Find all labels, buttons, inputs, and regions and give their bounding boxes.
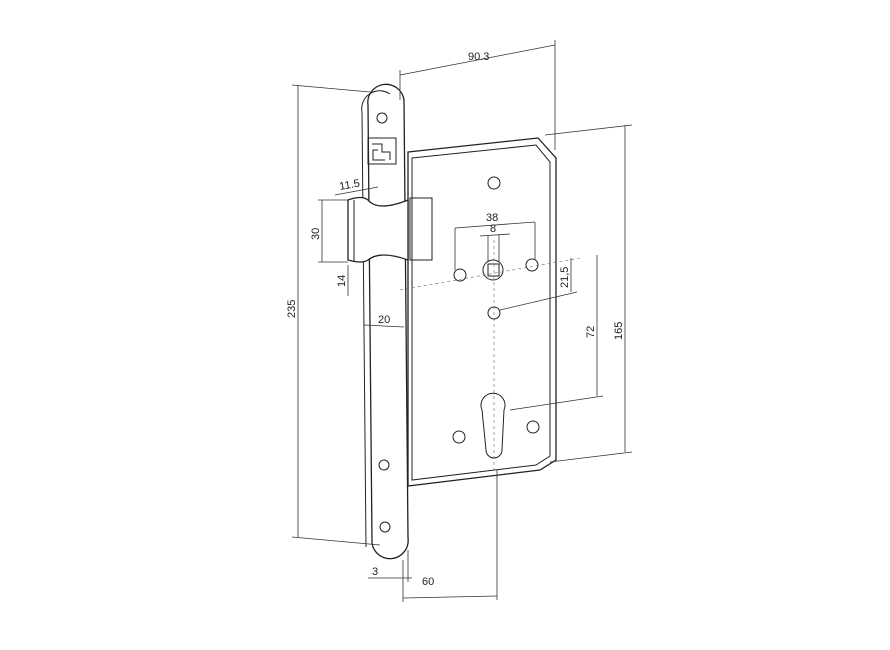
- dim-14: 14: [336, 275, 348, 287]
- dim-235: 235: [286, 300, 298, 318]
- dim-38: 38: [486, 212, 498, 224]
- dim-3: 3: [372, 566, 378, 578]
- lock-case: [407, 137, 557, 487]
- latch-bolt: [347, 196, 409, 263]
- dim-72: 72: [585, 326, 597, 338]
- dim-21-5: 21,5: [559, 267, 571, 288]
- dimension-lines: [291, 40, 633, 602]
- brand-logo: [367, 137, 397, 165]
- dim-90-3: 90.3: [468, 51, 489, 63]
- dim-11-5: 11.5: [338, 178, 360, 193]
- dim-165: 165: [613, 322, 625, 340]
- dim-60: 60: [422, 576, 434, 588]
- dim-8: 8: [490, 223, 496, 235]
- dim-20: 20: [378, 314, 390, 326]
- dim-30: 30: [310, 228, 322, 240]
